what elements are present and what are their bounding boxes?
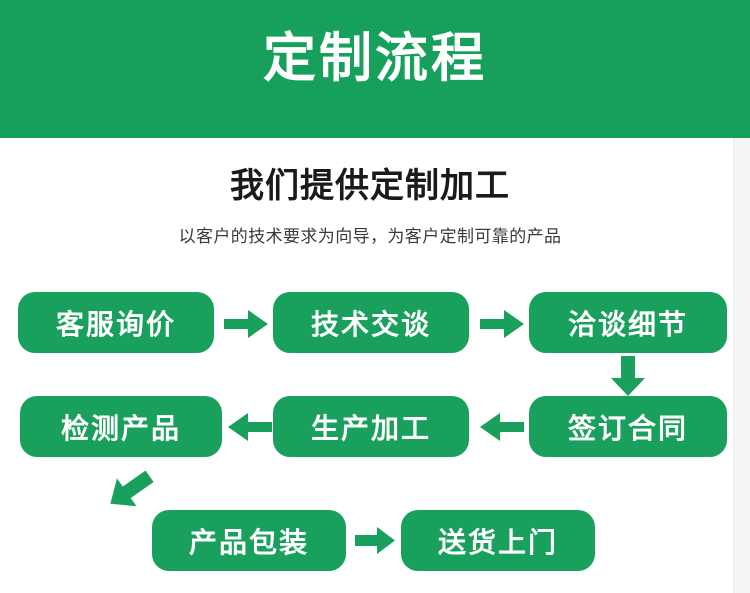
- flow-step-chanpin-baozhuang[interactable]: 产品包装: [152, 510, 346, 571]
- arrow-down-icon-1: [611, 356, 645, 396]
- section-title: 我们提供定制加工: [230, 166, 510, 206]
- banner-title: 定制流程: [263, 28, 487, 89]
- arrow-left-icon-2: [480, 413, 524, 441]
- section-subtitle: 以客户的技术要求为向导，为客户定制可靠的产品: [178, 227, 562, 247]
- header-banner: 定制流程: [0, 0, 750, 138]
- flow-step-jishu-jiaotan[interactable]: 技术交谈: [273, 292, 469, 353]
- arrow-right-icon-3: [355, 527, 395, 554]
- flow-step-kefu-xunjia[interactable]: 客服询价: [18, 292, 214, 353]
- flow-step-shengchan-jiagong[interactable]: 生产加工: [273, 396, 469, 457]
- arrow-left-icon-1: [228, 413, 272, 441]
- flow-step-qiatan-xijie[interactable]: 洽谈细节: [529, 292, 727, 353]
- flow-step-qianding-hetong[interactable]: 签订合同: [529, 396, 727, 457]
- flow-step-songhuo-shangmen[interactable]: 送货上门: [401, 510, 595, 571]
- page-right-gutter: [733, 138, 750, 593]
- arrow-right-icon-1: [224, 310, 268, 338]
- arrow-right-icon-2: [480, 310, 524, 338]
- arrow-diagonal-down-right-icon: [101, 462, 160, 517]
- flow-step-jiance-chanpin[interactable]: 检测产品: [20, 396, 222, 457]
